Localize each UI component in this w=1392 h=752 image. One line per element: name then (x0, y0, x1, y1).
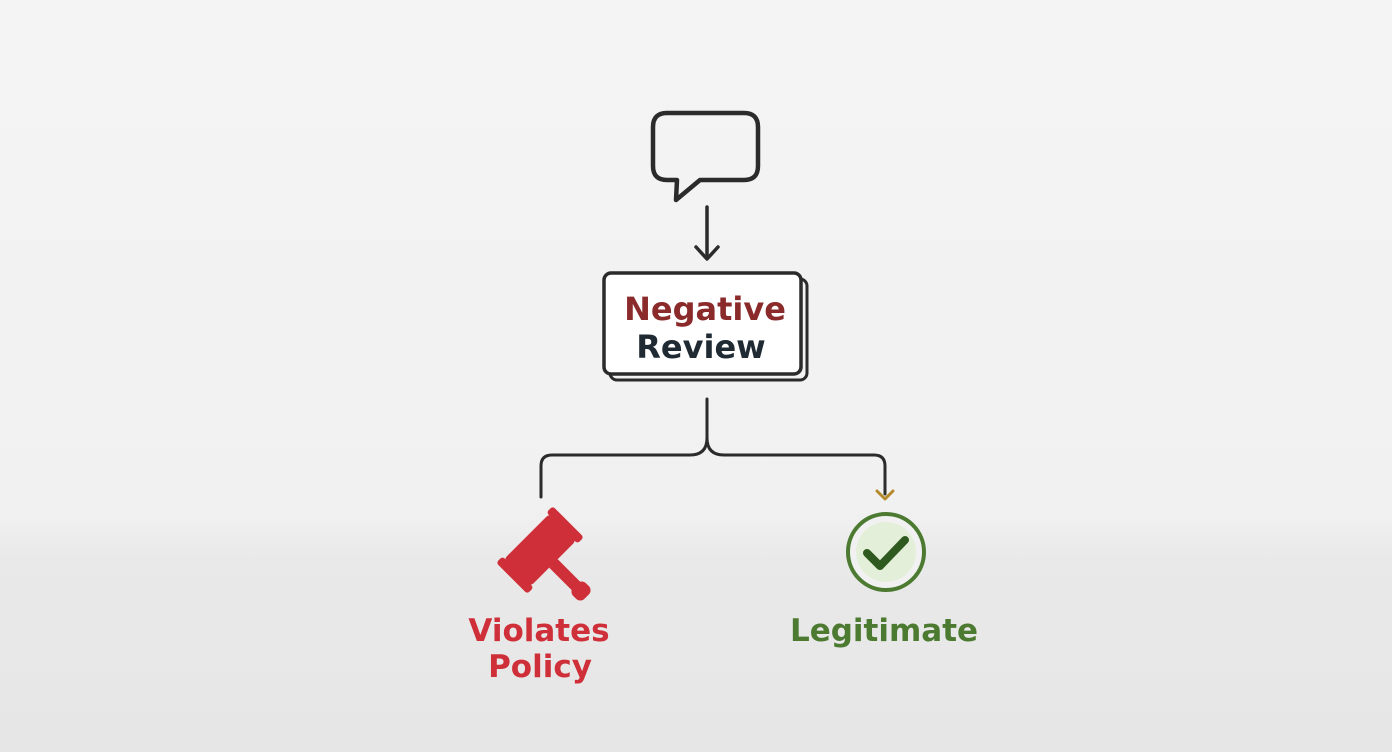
node-label-negative: Negative (624, 290, 786, 328)
node-label-review: Review (636, 328, 765, 366)
branch-connector (539, 397, 895, 501)
legitimate-arrowhead (875, 489, 895, 501)
outcome-violates-line1: Violates (468, 613, 609, 649)
outcome-violates-line2: Policy (488, 649, 592, 685)
speech-bubble-icon (650, 110, 761, 203)
negative-review-node: Negative Review (602, 271, 809, 382)
arrow-to-review (694, 205, 720, 261)
gavel-icon (497, 507, 591, 601)
outcome-legitimate: Legitimate (790, 613, 978, 649)
check-circle-icon (846, 512, 926, 592)
